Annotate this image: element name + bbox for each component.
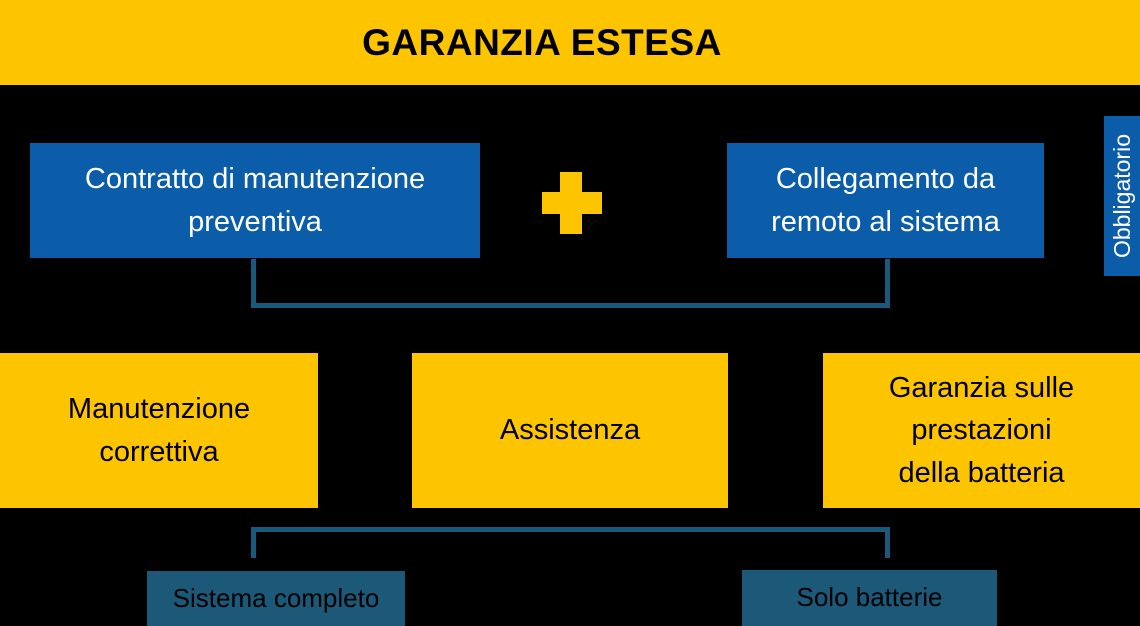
- box-remote-system-connection: Collegamento da remoto al sistema: [727, 143, 1044, 258]
- page-title: GARANZIA ESTESA: [362, 21, 722, 63]
- mandatory-label: Obbligatorio: [1108, 133, 1135, 259]
- connector-top-u-shape: [251, 259, 890, 308]
- connector-bottom-bracket: [251, 527, 890, 558]
- plus-icon: [542, 172, 602, 234]
- box-preventive-maintenance-contract: Contratto di manutenzione preventiva: [30, 143, 480, 258]
- plus-icon-horizontal-bar: [542, 192, 602, 214]
- box-battery-performance-warranty: Garanzia sulle prestazioni della batteri…: [823, 353, 1140, 508]
- box-corrective-maintenance: Manutenzione correttiva: [0, 353, 318, 508]
- mandatory-side-strip: Obbligatorio: [1104, 116, 1140, 276]
- header-banner: GARANZIA ESTESA: [0, 0, 1140, 85]
- box-assistance: Assistenza: [412, 353, 728, 508]
- box-batteries-only: Solo batterie: [742, 570, 997, 626]
- box-complete-system: Sistema completo: [147, 571, 405, 626]
